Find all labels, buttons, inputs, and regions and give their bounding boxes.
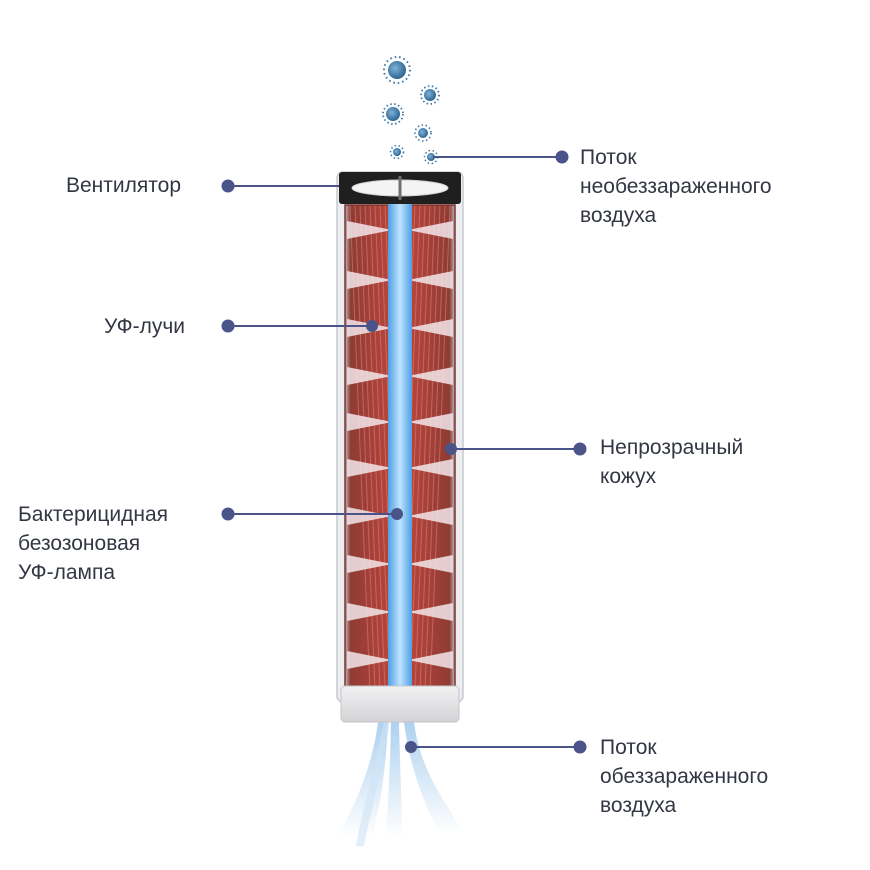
- uv-ray: [408, 459, 453, 477]
- label-fan: Вентилятор: [66, 174, 181, 197]
- uv-ray: [347, 507, 392, 525]
- uv-ray: [347, 459, 392, 477]
- label-uv-rays: УФ-лучи: [104, 315, 186, 338]
- leader-lines: [221, 150, 587, 754]
- uv-ray: [408, 413, 453, 431]
- uv-ray: [408, 555, 453, 573]
- uv-ray: [347, 221, 392, 239]
- bottom-cap: [340, 685, 460, 723]
- label-uv-lamp: Бактерицидная безозоновая УФ-лампа: [18, 503, 169, 584]
- leader-air-out: [405, 740, 587, 754]
- uv-ray: [408, 651, 453, 669]
- bacteria-icon: [382, 103, 404, 125]
- bacteria-icon: [414, 124, 432, 142]
- clean-air-flow: [338, 722, 462, 846]
- uv-ray: [408, 603, 453, 621]
- uv-ray: [347, 367, 392, 385]
- leader-lamp: [221, 507, 403, 521]
- uv-ray: [408, 271, 453, 289]
- uv-ray: [347, 271, 392, 289]
- leader-fan: [221, 179, 339, 193]
- uv-ray: [408, 507, 453, 525]
- leader-uv-rays: [221, 319, 378, 333]
- uv-ray: [347, 651, 392, 669]
- uv-ray: [408, 319, 453, 337]
- uv-ray: [347, 603, 392, 621]
- label-disinfected-air-flow: Поток обеззараженного воздуха: [600, 736, 769, 817]
- uv-ray: [347, 413, 392, 431]
- uv-ray: [408, 367, 453, 385]
- label-opaque-casing: Непрозрачный кожух: [600, 436, 744, 488]
- uv-lamp: [388, 200, 412, 692]
- bacteria-icon: [389, 144, 405, 160]
- bacteria-icon: [420, 85, 440, 105]
- uv-ray: [408, 221, 453, 239]
- bacteria-icon: [383, 56, 411, 84]
- leader-air-in: [433, 150, 569, 164]
- leader-casing: [445, 442, 587, 456]
- label-contaminated-air-flow: Поток необеззараженного воздуха: [580, 146, 772, 227]
- uv-ray: [347, 555, 392, 573]
- uv-rays: [347, 221, 453, 669]
- bacteria-group: [382, 56, 440, 165]
- fan: [339, 172, 461, 204]
